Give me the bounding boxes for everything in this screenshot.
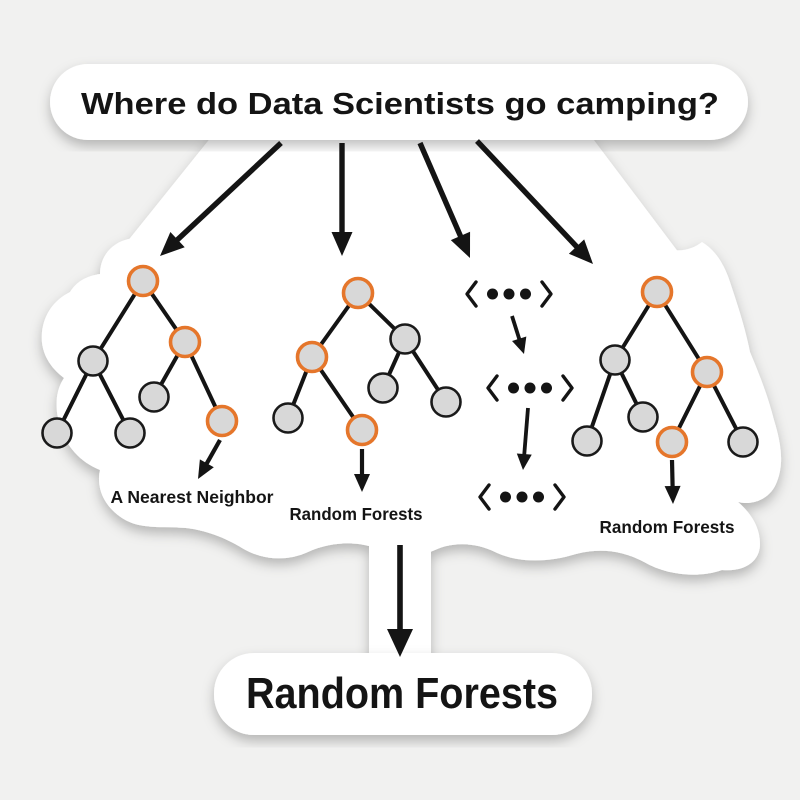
left-angle-bracket	[465, 280, 478, 308]
arrow-shaft	[669, 459, 675, 489]
arrow-head	[664, 485, 681, 504]
arrow-head	[387, 629, 413, 657]
tree-node-highlighted	[205, 404, 239, 438]
arrow-head	[568, 239, 593, 264]
dot	[516, 491, 528, 503]
tree-node-highlighted	[655, 425, 689, 459]
angle-bracket-ellipsis-icon	[478, 483, 566, 511]
tree-node-highlighted	[295, 340, 329, 374]
right-angle-bracket	[540, 280, 553, 308]
arrow-head	[331, 232, 353, 256]
diagram-layer	[41, 139, 759, 657]
title-bubble	[50, 64, 748, 140]
arrow-head	[450, 231, 471, 258]
result-label: Random Forests	[246, 669, 558, 718]
branch-label-random-forests-2: Random Forests	[600, 517, 735, 537]
left-angle-bracket	[478, 483, 491, 511]
tree-node	[41, 417, 73, 449]
decision-tree-1	[41, 264, 239, 479]
leaf-arrow	[198, 438, 222, 479]
dot	[500, 491, 511, 503]
tree-node-highlighted	[690, 355, 724, 389]
dot	[524, 382, 536, 394]
tree-node-highlighted	[126, 264, 160, 298]
arrow-shaft	[522, 407, 530, 457]
chain-arrow	[510, 315, 527, 354]
dot	[503, 288, 515, 300]
arrow-head	[160, 231, 185, 256]
arrow-shaft	[204, 438, 222, 467]
arrow-shaft	[174, 141, 283, 243]
page-title: Where do Data Scientists go camping?	[81, 86, 719, 121]
tree-node-highlighted	[341, 276, 375, 310]
arrow-shaft	[475, 139, 580, 250]
tree-node	[77, 345, 109, 377]
ellipsis-chain	[465, 280, 574, 511]
right-angle-bracket	[561, 374, 574, 402]
result-bubble-group	[214, 653, 592, 735]
main-blob-shape	[41, 236, 782, 575]
tree-node	[272, 402, 304, 434]
tree-node	[571, 425, 603, 457]
tree-node-highlighted	[345, 413, 379, 447]
tree-node	[599, 344, 631, 376]
dot	[520, 288, 531, 300]
tree-node	[138, 381, 170, 413]
angle-bracket-ellipsis-icon	[486, 374, 574, 402]
tree-node	[367, 372, 399, 404]
leaf-arrow	[664, 459, 681, 504]
final-arrow	[387, 545, 413, 657]
left-angle-bracket	[486, 374, 499, 402]
title-branch-arrow-1	[160, 141, 283, 256]
tree-node	[389, 323, 421, 355]
tree-node-highlighted	[168, 325, 202, 359]
decision-tree-2	[272, 276, 462, 492]
tree-node	[114, 417, 146, 449]
arrow-head	[516, 453, 532, 470]
chain-arrow	[516, 407, 532, 470]
dot	[533, 491, 544, 503]
branch-label-random-forests-1: Random Forests	[290, 504, 423, 524]
leaf-arrow	[354, 449, 370, 492]
branch-label-nearest-neighbor: A Nearest Neighbor	[111, 487, 274, 507]
arrow-head	[354, 474, 370, 492]
title-branch-arrow-3	[417, 141, 471, 258]
arrow-head	[512, 336, 527, 354]
result-bubble	[214, 653, 592, 735]
dot	[508, 382, 519, 394]
angle-bracket-ellipsis-icon	[465, 280, 553, 308]
right-angle-bracket	[553, 483, 566, 511]
arrow-shaft	[417, 141, 464, 239]
tree-node	[430, 386, 462, 418]
tree-node	[627, 401, 659, 433]
title-bubble-group	[50, 64, 748, 140]
tree-node	[727, 426, 759, 458]
title-branch-arrow-2	[331, 143, 353, 256]
dot	[487, 288, 498, 300]
tree-node-highlighted	[640, 275, 674, 309]
dot	[541, 382, 552, 394]
decision-tree-3	[571, 275, 759, 504]
title-branch-arrow-4	[475, 139, 593, 264]
arrow-head	[198, 459, 214, 479]
arrow-shaft	[510, 315, 522, 342]
